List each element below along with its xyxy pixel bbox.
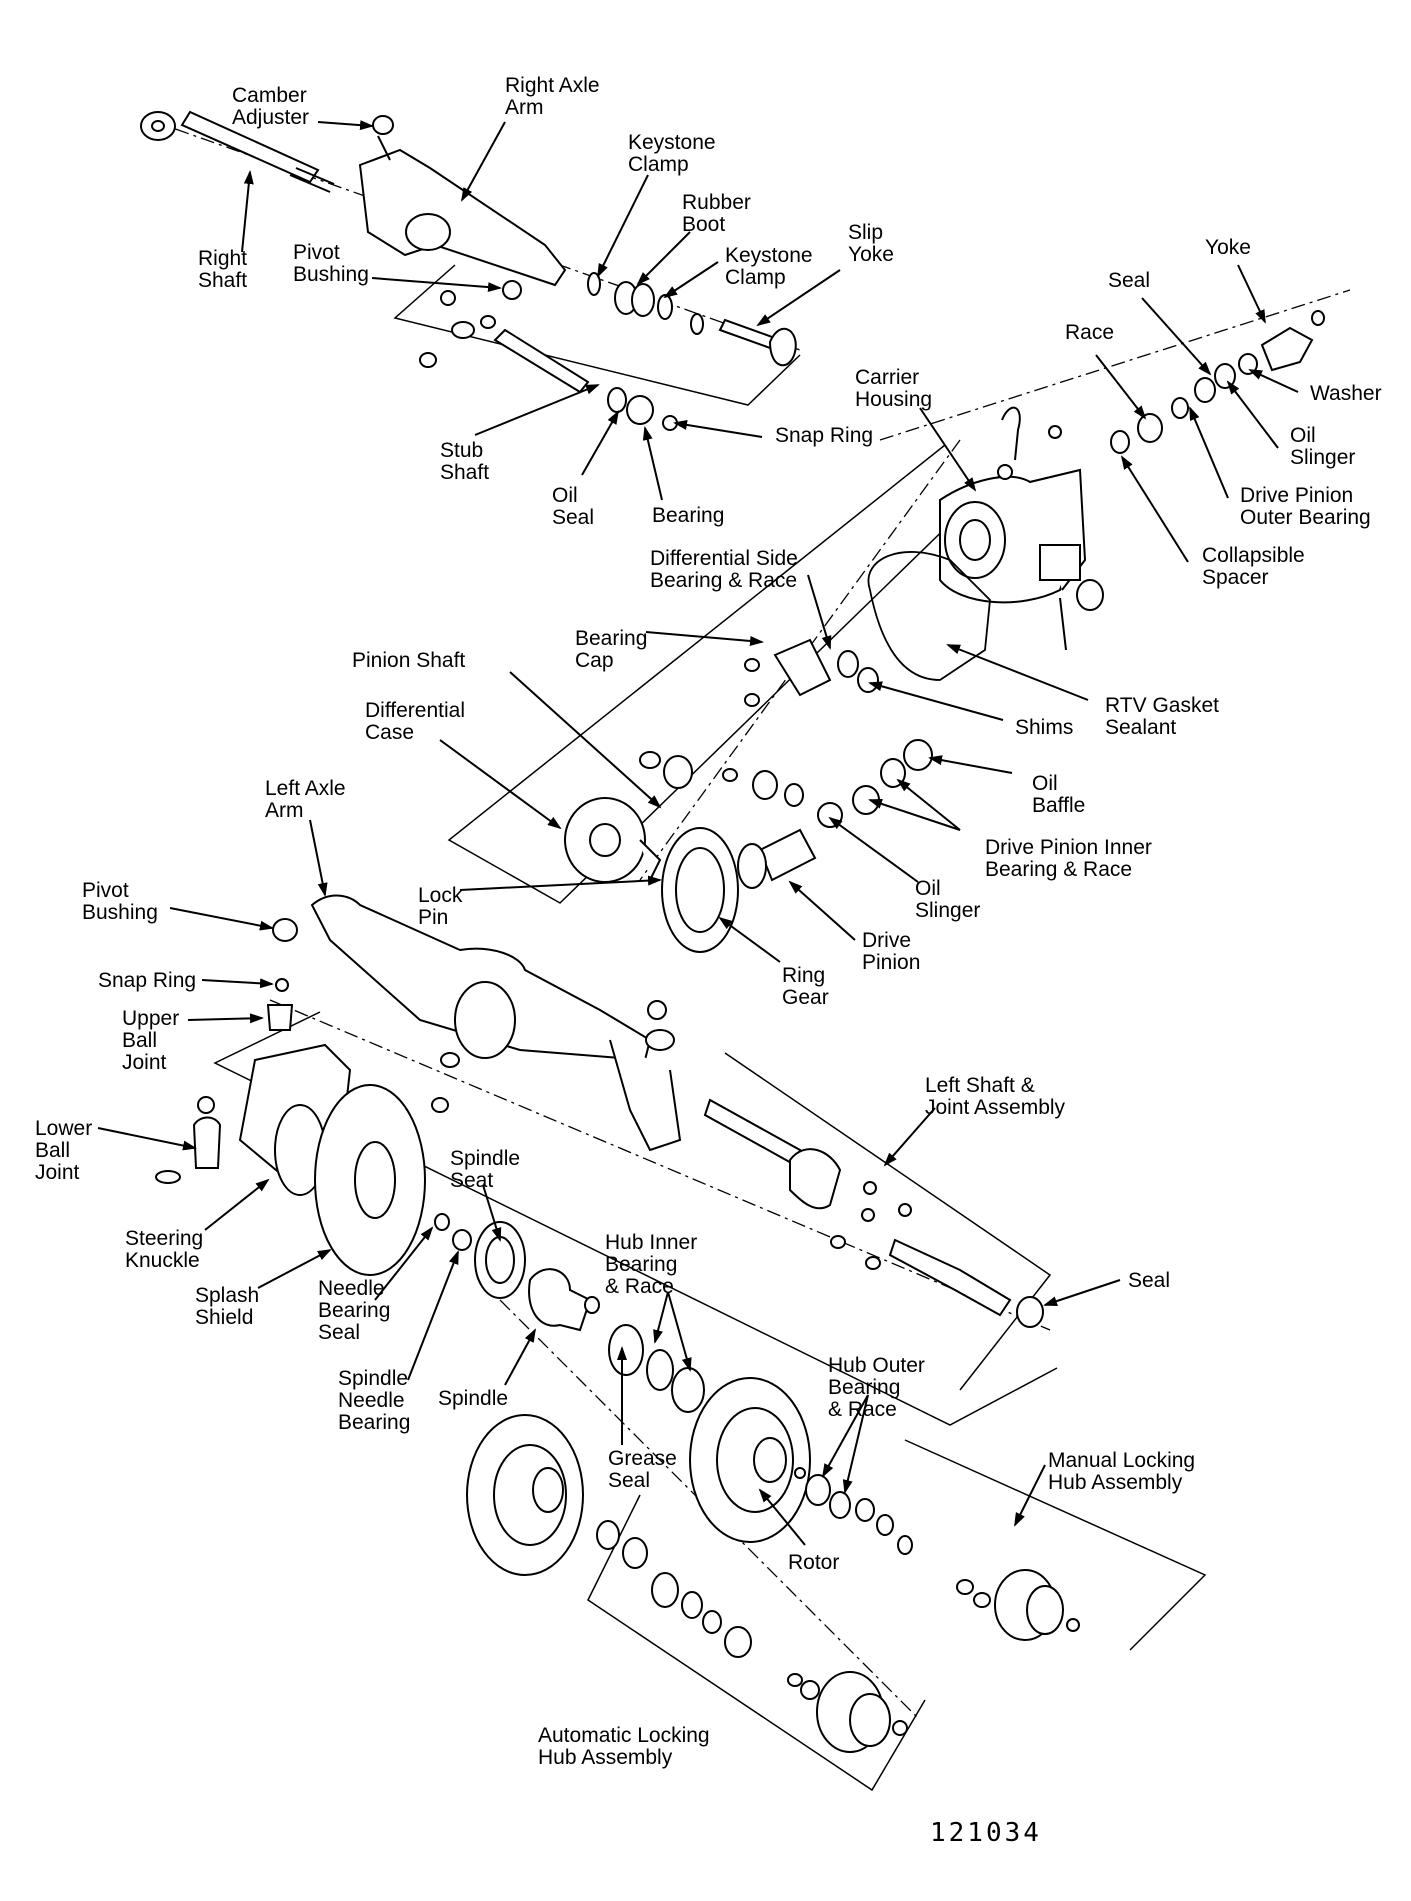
label-hub-outer-bearing: Hub Outer Bearing & Race (828, 1354, 925, 1421)
label-spindle-seat: Spindle Seat (450, 1147, 521, 1192)
pinion-yoke-components (1110, 310, 1325, 454)
figure-number: 121034 (930, 1818, 1042, 1848)
left-axle-arm-part (272, 894, 682, 1152)
label-rtv-gasket: RTV Gasket Sealant (1105, 694, 1219, 739)
label-pinion-shaft: Pinion Shaft (352, 649, 466, 672)
label-washer: Washer (1310, 382, 1382, 405)
rotor-components (466, 1377, 913, 1576)
label-camber-adjuster: Camber Adjuster (232, 84, 310, 129)
label-stub-shaft: Stub Shaft (440, 439, 490, 484)
label-lower-ball-joint: Lower Ball Joint (35, 1117, 93, 1184)
label-right-shaft: Right Shaft (198, 247, 248, 292)
label-shims: Shims (1015, 716, 1074, 739)
label-lock-pin: Lock Pin (418, 884, 463, 929)
label-pivot-bushing-left: Pivot Bushing (82, 879, 158, 924)
label-oil-slinger-upper: Oil Slinger (1290, 424, 1356, 469)
splash-shield-part (314, 1084, 426, 1276)
label-snap-ring-upper: Snap Ring (775, 424, 874, 447)
label-yoke: Yoke (1205, 236, 1251, 259)
leader-lines (97, 120, 1299, 1546)
label-seal-upper: Seal (1108, 269, 1151, 292)
label-differential-case: Differential Case (365, 699, 465, 744)
label-automatic-locking-hub: Automatic Locking Hub Assembly (538, 1724, 710, 1769)
left-shaft-components (703, 1098, 1044, 1328)
label-keystone-clamp-lower: Keystone Clamp (725, 244, 813, 289)
label-slip-yoke: Slip Yoke (848, 221, 894, 266)
right-side-components (419, 272, 797, 431)
label-upper-ball-joint: Upper Ball Joint (122, 1007, 180, 1074)
label-collapsible-spacer: Collapsible Spacer (1202, 544, 1305, 589)
right-axle-arm-part (358, 115, 567, 287)
label-pivot-bushing-right: Pivot Bushing (293, 241, 369, 286)
label-carrier-housing: Carrier Housing (855, 366, 933, 411)
label-manual-locking-hub: Manual Locking Hub Assembly (1048, 1449, 1196, 1494)
label-drive-pinion-outer-bearing: Drive Pinion Outer Bearing (1240, 484, 1371, 529)
label-hub-inner-bearing: Hub Inner Bearing & Race (605, 1231, 698, 1298)
label-splash-shield: Splash Shield (195, 1284, 260, 1329)
label-rotor: Rotor (788, 1551, 840, 1574)
label-needle-bearing-seal: Needle Bearing Seal (318, 1277, 391, 1344)
label-left-shaft-joint: Left Shaft & Joint Assembly (925, 1074, 1066, 1119)
label-bearing: Bearing (652, 504, 725, 527)
label-right-axle-arm: Right Axle Arm (505, 74, 600, 119)
differential-case-part (564, 797, 817, 953)
assembly-brackets (213, 264, 1207, 1792)
differential-side-components (639, 638, 933, 828)
label-snap-ring-left: Snap Ring (98, 969, 197, 992)
gasket-outline (867, 551, 991, 681)
label-race: Race (1065, 321, 1115, 344)
label-left-axle-arm: Left Axle Arm (265, 777, 346, 822)
label-bearing-cap: Bearing Cap (575, 627, 648, 672)
locking-hub-components (651, 1569, 1080, 1753)
label-ring-gear: Ring Gear (782, 964, 829, 1009)
label-spindle-needle-bearing: Spindle Needle Bearing (338, 1367, 411, 1434)
carrier-housing-part (939, 406, 1104, 651)
label-oil-seal: Oil Seal (552, 484, 595, 529)
label-differential-side-bearing: Differential Side Bearing & Race (650, 547, 798, 592)
label-seal-right: Seal (1128, 1269, 1171, 1292)
label-drive-pinion-inner-bearing: Drive Pinion Inner Bearing & Race (985, 836, 1152, 881)
right-shaft-part (140, 110, 335, 193)
label-oil-slinger-middle: Oil Slinger (915, 877, 981, 922)
label-keystone-clamp-upper: Keystone Clamp (628, 131, 716, 176)
label-oil-baffle: Oil Baffle (1032, 772, 1086, 817)
label-steering-knuckle: Steering Knuckle (125, 1227, 204, 1272)
label-rubber-boot: Rubber Boot (682, 191, 751, 236)
label-spindle: Spindle (438, 1387, 509, 1410)
label-drive-pinion: Drive Pinion (862, 929, 921, 974)
label-grease-seal: Grease Seal (608, 1447, 677, 1492)
